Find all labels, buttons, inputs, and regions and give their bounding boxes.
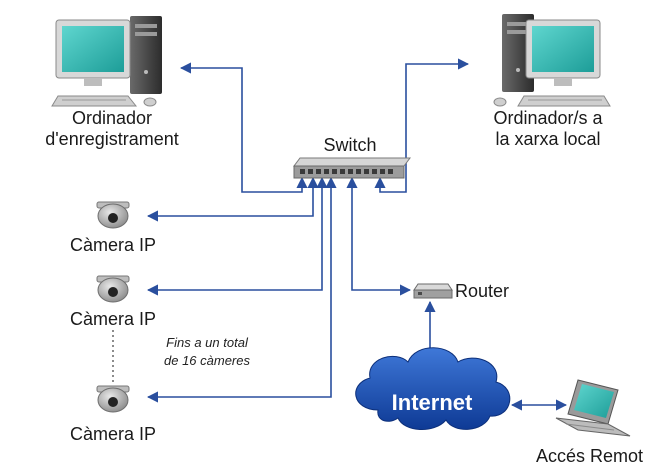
lan-pc-label-line2: la xarxa local (495, 129, 600, 149)
camera-1-icon (96, 201, 130, 229)
lan-pc-icon (493, 14, 611, 107)
wire-router (346, 176, 412, 296)
recording-pc-label-line2: d'enregistrament (45, 129, 179, 149)
wire-recording-pc (179, 62, 308, 193)
wire-camera-2 (146, 176, 328, 296)
wire-camera-1 (146, 176, 319, 222)
wire-camera-3 (146, 176, 337, 403)
switch-label: Switch (323, 135, 376, 155)
internet-label: Internet (392, 390, 473, 415)
lan-pc-label-line1: Ordinador/s a (493, 108, 603, 128)
camera-3-icon (96, 385, 130, 413)
camera-3-label: Càmera IP (70, 424, 156, 444)
recording-pc-label-line1: Ordinador (72, 108, 152, 128)
recording-pc-icon (51, 16, 162, 107)
remote-access-label: Accés Remot (536, 446, 643, 466)
switch-icon (293, 157, 411, 179)
internet-cloud-icon: Internet (355, 347, 511, 430)
camera-limit-note-line1: Fins a un total (166, 335, 249, 350)
connections (112, 58, 568, 411)
laptop-icon (555, 379, 631, 437)
camera-2-icon (96, 275, 130, 303)
router-label: Router (455, 281, 509, 301)
camera-1-label: Càmera IP (70, 235, 156, 255)
router-icon (413, 283, 453, 299)
camera-limit-note-line2: de 16 càmeres (164, 353, 250, 368)
camera-2-label: Càmera IP (70, 309, 156, 329)
